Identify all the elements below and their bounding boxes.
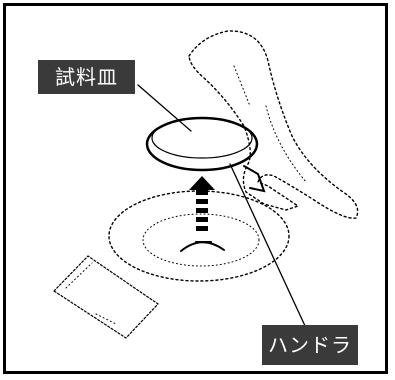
balance-base-plate-inner [142, 213, 260, 267]
pan-support [180, 241, 225, 252]
leader-sample-dish [137, 84, 192, 132]
figure-frame [3, 3, 388, 374]
balance-base-plate [108, 190, 290, 282]
leader-handle [229, 163, 307, 329]
sample-dish-inner [151, 117, 253, 159]
label-handle: ハンドラ [262, 325, 358, 365]
handle-tool [243, 165, 266, 193]
lift-arrow [189, 176, 215, 231]
illustration [53, 30, 359, 339]
balance-front-panel [53, 255, 159, 339]
label-sample-dish: 試料皿 [38, 60, 135, 94]
hand-outline [188, 30, 359, 219]
